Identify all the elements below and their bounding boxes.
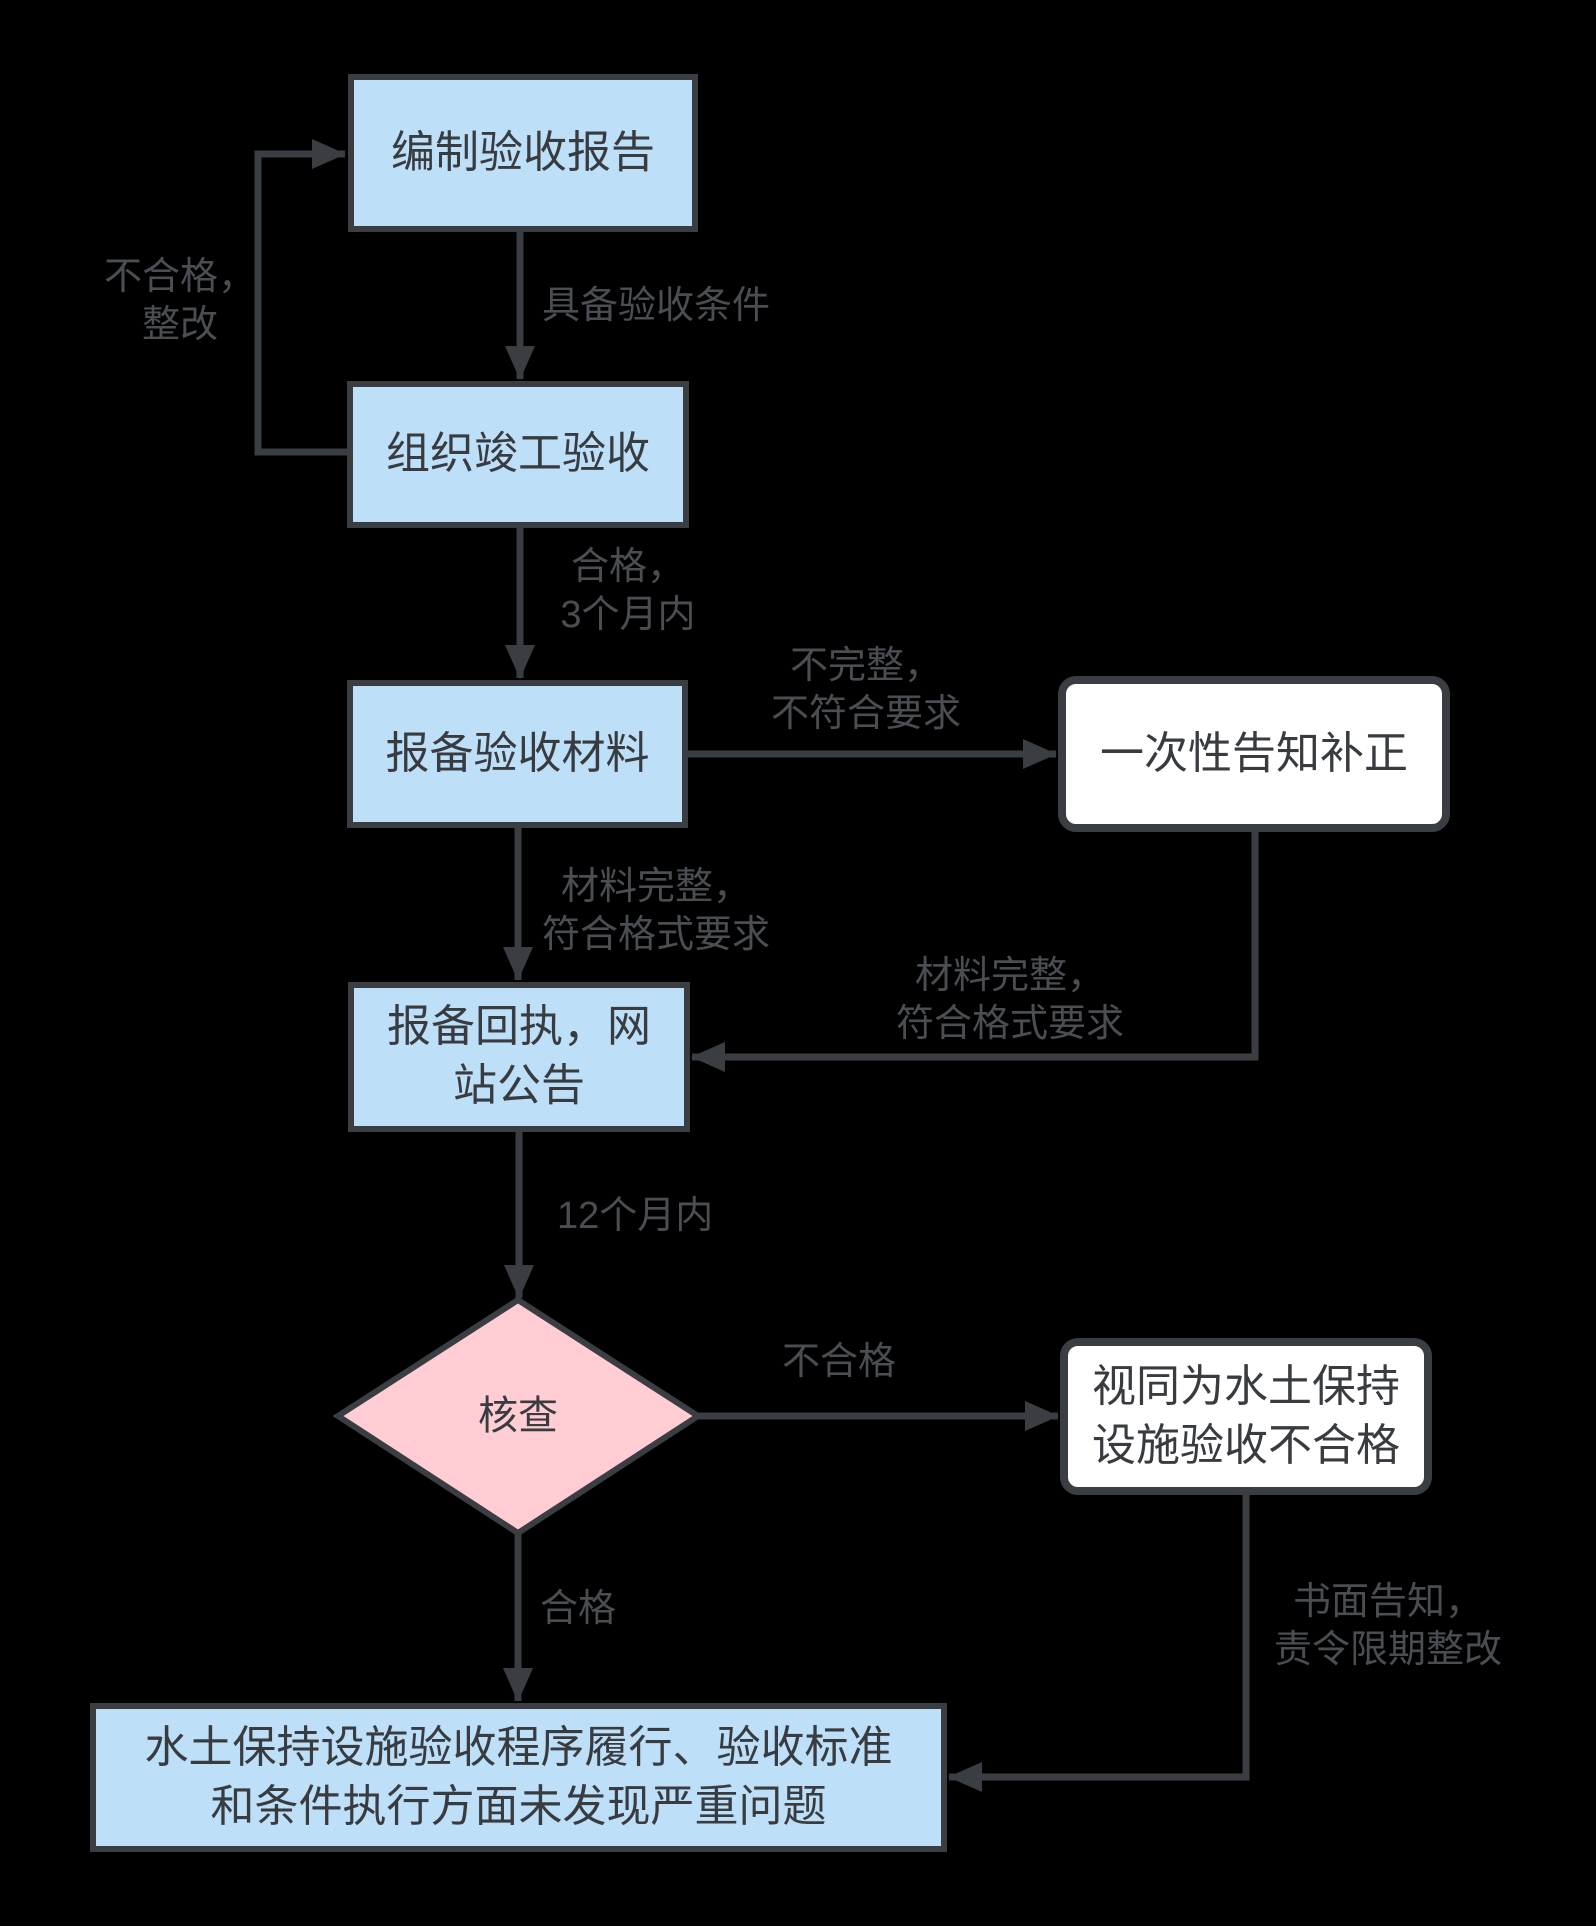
node-one-time-notice-of-correction: 一次性告知补正 <box>1058 676 1450 832</box>
edge-label-ready-for-acceptance: 具备验收条件 <box>542 285 771 327</box>
node-organize-completion-acceptance: 组织竣工验收 <box>347 381 689 528</box>
edge-failed-to-result <box>948 1495 1250 1792</box>
edge-label-materials-complete-1: 材料完整， 符合格式要求 <box>541 866 770 957</box>
edge-label-written-notice-rectify: 书面告知， 责令限期整改 <box>1273 1581 1502 1672</box>
node-verification-decision: 核查 <box>478 1393 558 1438</box>
edge-label-passed-within-3-months: 合格， 3个月内 <box>560 546 696 637</box>
edge-label-within-12-months: 12个月内 <box>557 1195 714 1237</box>
edge-failed-rework-loop <box>254 139 347 456</box>
node-no-serious-problems-found: 水土保持设施验收程序履行、验收标准 和条件执行方面未发现严重问题 <box>90 1703 947 1852</box>
decision-diamond-shape <box>332 1296 704 1537</box>
edge-label-materials-complete-2: 材料完整， 符合格式要求 <box>895 955 1124 1046</box>
node-prepare-acceptance-report: 编制验收报告 <box>348 74 698 232</box>
node-submit-acceptance-materials: 报备验收材料 <box>347 680 688 828</box>
node-filing-receipt-website-announcement: 报备回执，网 站公告 <box>348 982 690 1132</box>
edge-label-incomplete-nonconforming: 不完整， 不符合要求 <box>770 645 961 736</box>
edge-label-failed: 不合格 <box>782 1341 897 1383</box>
edge-label-failed-rework: 不合格， 整改 <box>103 256 256 347</box>
edge-label-passed: 合格 <box>540 1588 617 1630</box>
edge-correction-to-receipt <box>691 832 1259 1072</box>
node-deemed-acceptance-failed: 视同为水土保持 设施验收不合格 <box>1060 1338 1432 1495</box>
